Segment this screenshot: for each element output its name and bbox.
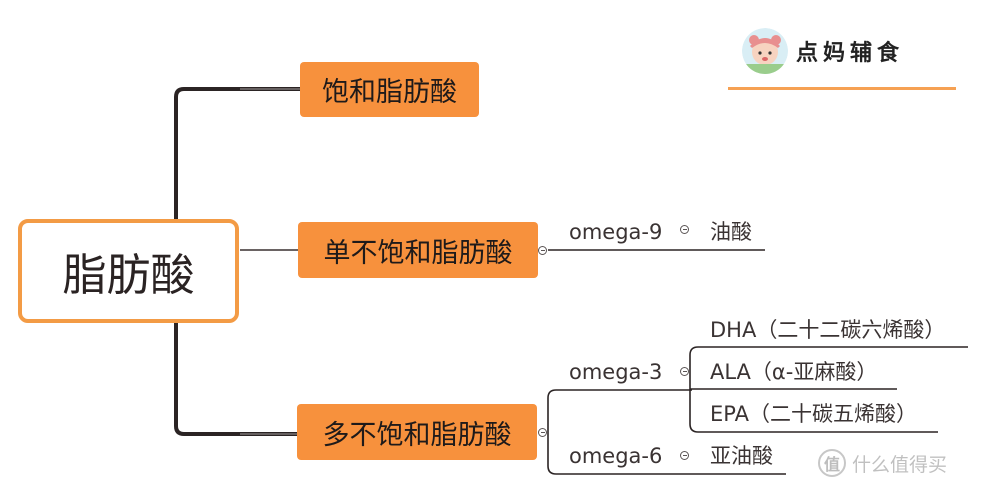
watermark-text: 什么值得买 [852, 453, 948, 476]
collapse-toggle-poly[interactable] [538, 428, 547, 437]
leaf-ala[interactable]: ALA（α-亚麻酸） [710, 360, 878, 384]
collapse-toggle-omega6[interactable] [680, 451, 689, 460]
brand-avatar [742, 28, 788, 74]
brand-underline [728, 87, 956, 90]
watermark: 值 什么值得买 [818, 449, 947, 477]
zhi-logo-icon: 值 [818, 449, 846, 477]
trunk-upper [174, 87, 300, 219]
node-poly-label: 多不饱和脂肪酸 [322, 419, 512, 451]
brand: 点妈辅食 [742, 28, 904, 74]
omega9-label[interactable]: omega-9 [569, 220, 663, 244]
leaf-dha[interactable]: DHA（二十二碳六烯酸） [710, 318, 946, 342]
node-mono[interactable]: 单不饱和脂肪酸 [298, 222, 538, 278]
leaf-linoleic[interactable]: 亚油酸 [710, 444, 773, 468]
node-saturated-label: 饱和脂肪酸 [322, 77, 457, 108]
root-label: 脂肪酸 [62, 250, 195, 301]
connector-poly [547, 389, 692, 432]
root-node[interactable]: 脂肪酸 [18, 219, 239, 323]
collapse-toggle-omega3[interactable] [680, 367, 689, 376]
trunk-lower [174, 323, 300, 436]
collapse-toggle-omega9[interactable] [680, 225, 689, 234]
connector-omega3-leaves [689, 346, 968, 356]
collapse-toggle-mono[interactable] [538, 246, 547, 255]
node-mono-label: 单不饱和脂肪酸 [323, 237, 513, 269]
omega3-label[interactable]: omega-3 [569, 360, 663, 384]
brand-name: 点妈辅食 [796, 40, 905, 66]
leaf-oleic[interactable]: 油酸 [710, 220, 752, 244]
omega6-label[interactable]: omega-6 [569, 444, 663, 468]
leaf-epa[interactable]: EPA（二十碳五烯酸） [710, 402, 917, 426]
baby-avatar-icon [742, 28, 788, 74]
node-poly[interactable]: 多不饱和脂肪酸 [297, 404, 537, 460]
node-saturated[interactable]: 饱和脂肪酸 [300, 62, 479, 117]
